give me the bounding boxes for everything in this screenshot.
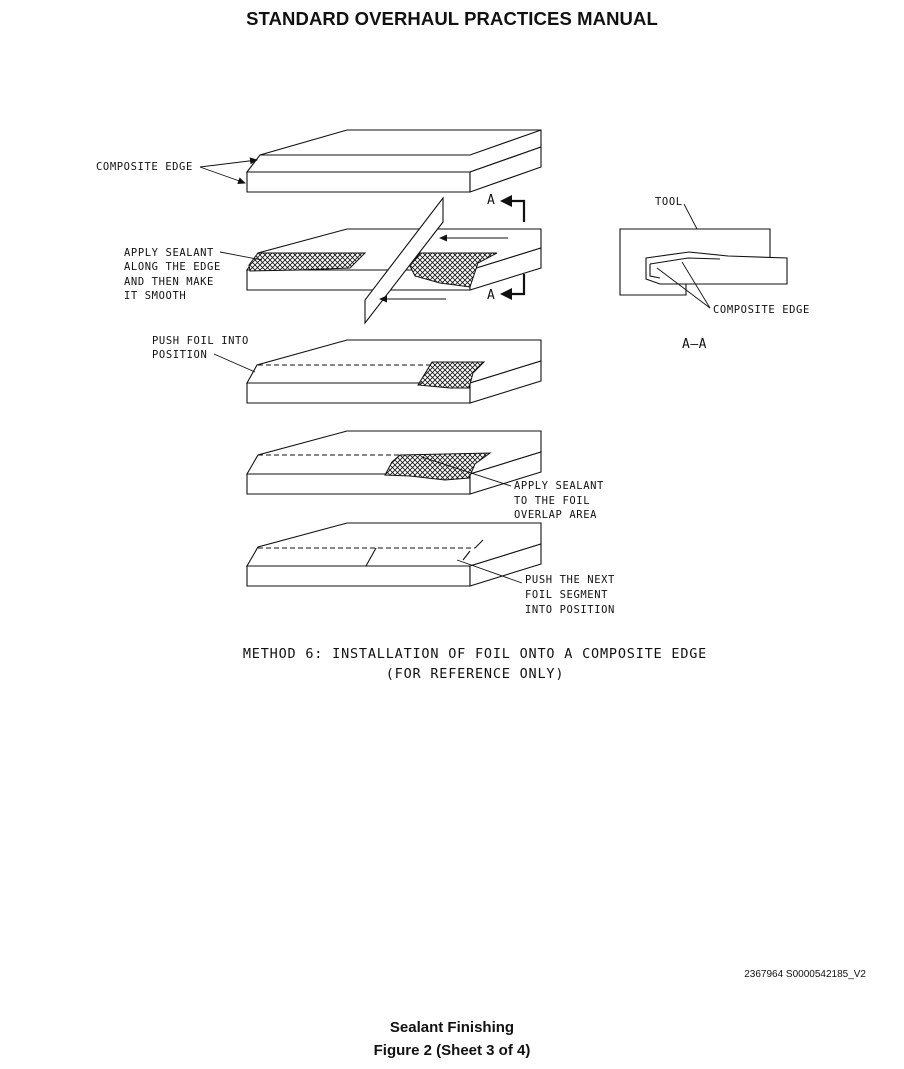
section-view-label: A–A <box>682 337 707 352</box>
panel-sealant-overlap <box>246 430 542 495</box>
composite-edge-label: COMPOSITE EDGE <box>96 161 193 173</box>
push-foil-label: PUSH FOIL INTO POSITION <box>152 335 256 361</box>
overlap-hatch <box>384 452 492 481</box>
panel-next-segment <box>246 522 542 587</box>
figure-sheet: Figure 2 (Sheet 3 of 4) <box>373 1042 531 1059</box>
section-composite-edge-leader <box>656 261 711 309</box>
panel-push-foil <box>246 339 542 404</box>
apply-sealant-label: APPLY SEALANT ALONG THE EDGE AND THEN MA… <box>124 247 228 302</box>
figure-title: Sealant Finishing <box>389 1019 515 1036</box>
svg-text:A: A <box>487 193 495 208</box>
panel-apply-sealant <box>245 196 542 325</box>
section-view-a-a <box>619 228 788 296</box>
composite-part <box>645 251 788 285</box>
apply-overlap-leader <box>421 456 512 487</box>
apply-overlap-label: APPLY SEALANT TO THE FOIL OVERLAP AREA <box>514 480 611 521</box>
composite-edge-leader <box>199 157 258 184</box>
section-marker-lower: A <box>487 274 526 303</box>
manual-header-title: STANDARD OVERHAUL PRACTICES MANUAL <box>246 8 658 29</box>
document-id: 2367964 S0000542185_V2 <box>744 969 866 980</box>
push-foil-leader <box>213 353 256 373</box>
tool-label: TOOL <box>655 196 683 208</box>
sealant-hatch-left <box>248 252 367 272</box>
apply-sealant-leader <box>219 251 263 261</box>
push-next-label: PUSH THE NEXT FOIL SEGMENT INTO POSITION <box>525 574 622 616</box>
method-caption: METHOD 6: INSTALLATION OF FOIL ONTO A CO… <box>243 646 707 662</box>
tool-leader <box>683 203 698 230</box>
push-next-leader <box>456 559 523 584</box>
panel-composite-edge <box>245 129 542 193</box>
spreading-tool <box>364 196 444 325</box>
method-caption-note: (FOR REFERENCE ONLY) <box>386 666 565 682</box>
section-composite-edge-label: COMPOSITE EDGE <box>713 304 810 316</box>
sealant-hatch-right <box>409 252 498 288</box>
sealant-hatch <box>417 361 486 389</box>
svg-text:A: A <box>487 288 495 303</box>
section-marker-upper: A <box>487 193 526 222</box>
